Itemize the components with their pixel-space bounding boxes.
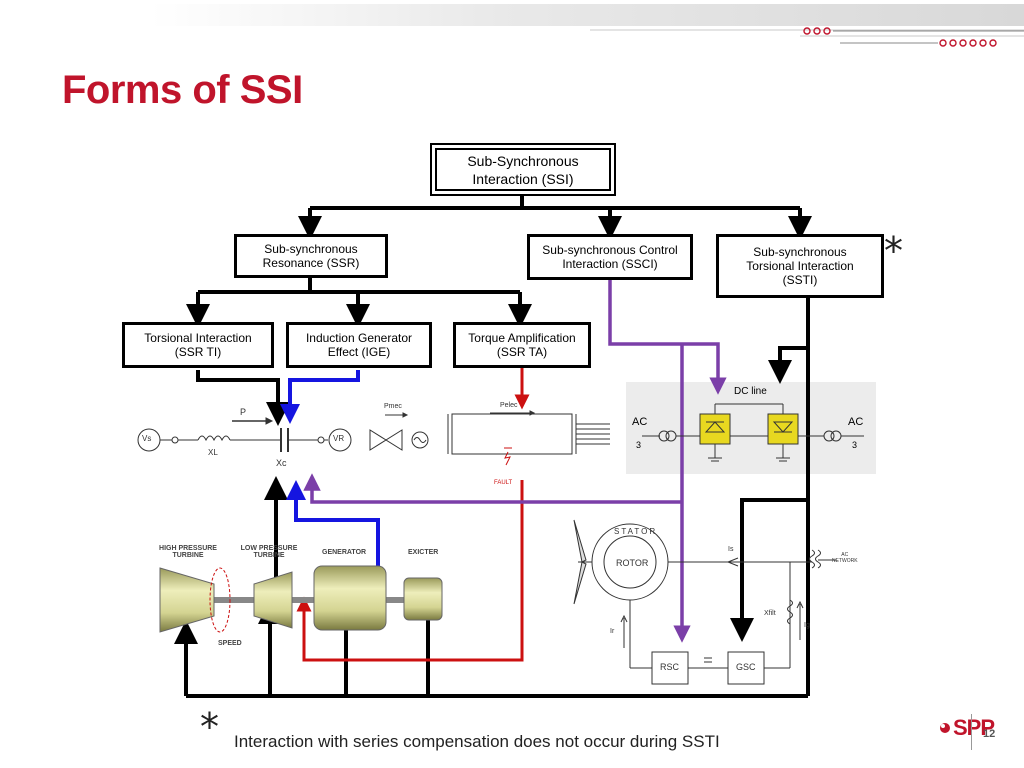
gsc-label: GSC: [736, 662, 756, 672]
ssr-line1: Sub-synchronous: [264, 242, 358, 256]
vs-label: Vs: [142, 434, 152, 443]
ssti-line2: Torsional Interaction: [746, 259, 854, 273]
ti-line2: (SSR TI): [174, 345, 222, 359]
ssti-line1: Sub-synchronous: [753, 245, 847, 259]
fault-label: FAULT: [494, 480, 513, 486]
ac-network-line1: AC: [841, 552, 849, 558]
logo-divider: [971, 714, 972, 750]
lp-turbine-line1: LOW PRESSURE: [240, 545, 298, 552]
pmec-label: Pmec: [384, 403, 402, 410]
lp-turbine-label: LOW PRESSURE TURBINE: [238, 545, 300, 559]
stator-label: STATOR: [614, 527, 658, 536]
ta-box: Torque Amplification(SSR TA): [453, 322, 591, 368]
xl-label: XL: [208, 448, 218, 457]
ac-left-label: AC: [632, 416, 648, 428]
ssi-root-box: Sub-Synchronous Interaction (SSI): [430, 143, 616, 196]
ssi-root-line1: Sub-Synchronous: [467, 152, 579, 169]
hp-turbine-label: HIGH PRESSURE TURBINE: [156, 545, 220, 559]
ssci-line1: Sub-synchronous Control: [542, 243, 678, 257]
ac-right-label: AC: [848, 416, 864, 428]
turbine-generator-set: [159, 565, 443, 633]
ssr-line2: Resonance (SSR): [262, 256, 360, 270]
ac-left-phase: 3: [636, 440, 642, 450]
rsc-label: RSC: [660, 662, 680, 672]
exciter-label: EXICTER: [408, 549, 439, 556]
ssi-root-line2: Interaction (SSI): [472, 170, 574, 187]
ssci-line2: Interaction (SSCI): [562, 257, 658, 271]
ssti-line3: (SSTI): [782, 273, 818, 287]
ssti-asterisk: *: [884, 229, 903, 273]
ac-network-label: AC NETWORK: [832, 552, 858, 564]
slide-title: Forms of SSI: [62, 68, 303, 112]
lp-turbine-line2: TURBINE: [253, 552, 285, 559]
hvdc-panel: [626, 382, 876, 474]
ige-line2: Effect (IGE): [327, 345, 391, 359]
hp-turbine-line2: TURBINE: [172, 552, 204, 559]
xfilter-label: Xfilt: [764, 610, 776, 617]
xc-label: Xc: [276, 458, 287, 468]
pelec-label: Pelec: [500, 402, 518, 409]
ige-line1: Induction Generator: [305, 331, 413, 345]
ir-label: Ir: [610, 628, 615, 635]
ig-label: Ig: [804, 622, 810, 629]
header-decoration: [150, 4, 1024, 47]
hp-turbine-line1: HIGH PRESSURE: [159, 545, 217, 552]
dc-line-label: DC line: [734, 386, 767, 397]
p-label: P: [240, 407, 247, 417]
spp-logo-icon: [940, 723, 950, 733]
is-label: Is: [728, 546, 734, 553]
ta-line1: Torque Amplification: [468, 331, 576, 345]
spp-logo: SPP: [953, 715, 995, 740]
ti-box: Torsional Interaction(SSR TI): [122, 322, 274, 368]
ac-right-phase: 3: [852, 440, 858, 450]
footnote-text: Interaction with series compensation doe…: [234, 732, 720, 751]
ta-line2: (SSR TA): [496, 345, 548, 359]
generator-label: GENERATOR: [322, 549, 367, 556]
vr-label: VR: [333, 434, 345, 443]
speed-label: SPEED: [218, 640, 242, 647]
ti-line1: Torsional Interaction: [144, 331, 252, 345]
rotor-label: ROTOR: [616, 558, 649, 568]
ac-network-line2: NETWORK: [832, 558, 858, 564]
page-number: 12: [983, 728, 996, 740]
footnote-asterisk: *: [200, 705, 219, 749]
